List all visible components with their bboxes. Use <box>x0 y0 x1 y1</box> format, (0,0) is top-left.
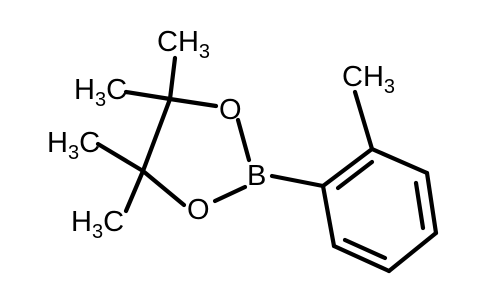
bond-ar3-ar4 <box>424 170 439 236</box>
methyl-top-right-label: CH3 <box>157 26 210 63</box>
boron-label: B <box>247 160 266 192</box>
methyl-lower-left-label: H3C <box>47 127 100 164</box>
bond-o-bottom-c5 <box>140 168 187 208</box>
methyl-upper-left-label: H3C <box>74 74 127 111</box>
bond-c4-o-top <box>167 96 219 109</box>
bond-ar2-methyl <box>352 89 375 152</box>
bond-ar2-ar3 <box>369 146 430 176</box>
bonds <box>95 55 439 274</box>
oxygen-bottom-label: O <box>187 194 210 226</box>
bond-b-o-bottom <box>212 184 248 204</box>
oxygen-top-label: O <box>219 94 242 126</box>
bond-b-aryl <box>269 173 326 189</box>
bond-ar4-ar5 <box>386 230 439 274</box>
bond-ar1-ar2-inner <box>335 159 375 191</box>
methyl-bottom-label: H3C <box>71 206 124 243</box>
bond-c4-methyl-left <box>123 89 173 102</box>
bond-c4-c5 <box>140 96 173 174</box>
bond-c5-methyl-bottom <box>123 168 146 214</box>
bond-ar1-ar2 <box>320 146 375 189</box>
atom-labels: CH3 H3C H3C H3C O O B CH3 <box>47 26 395 243</box>
bond-ar3-ar4-inner <box>413 180 426 231</box>
bond-ar5-ar6 <box>331 243 392 274</box>
bond-ar5-ar6-inner <box>342 237 388 261</box>
bond-c4-methyl-top <box>167 55 178 102</box>
methyl-aryl-label: CH3 <box>342 61 395 98</box>
bond-ar6-ar1 <box>320 183 337 249</box>
bond-o-top-b <box>235 117 252 163</box>
bond-c5-methyl-left <box>95 141 146 174</box>
